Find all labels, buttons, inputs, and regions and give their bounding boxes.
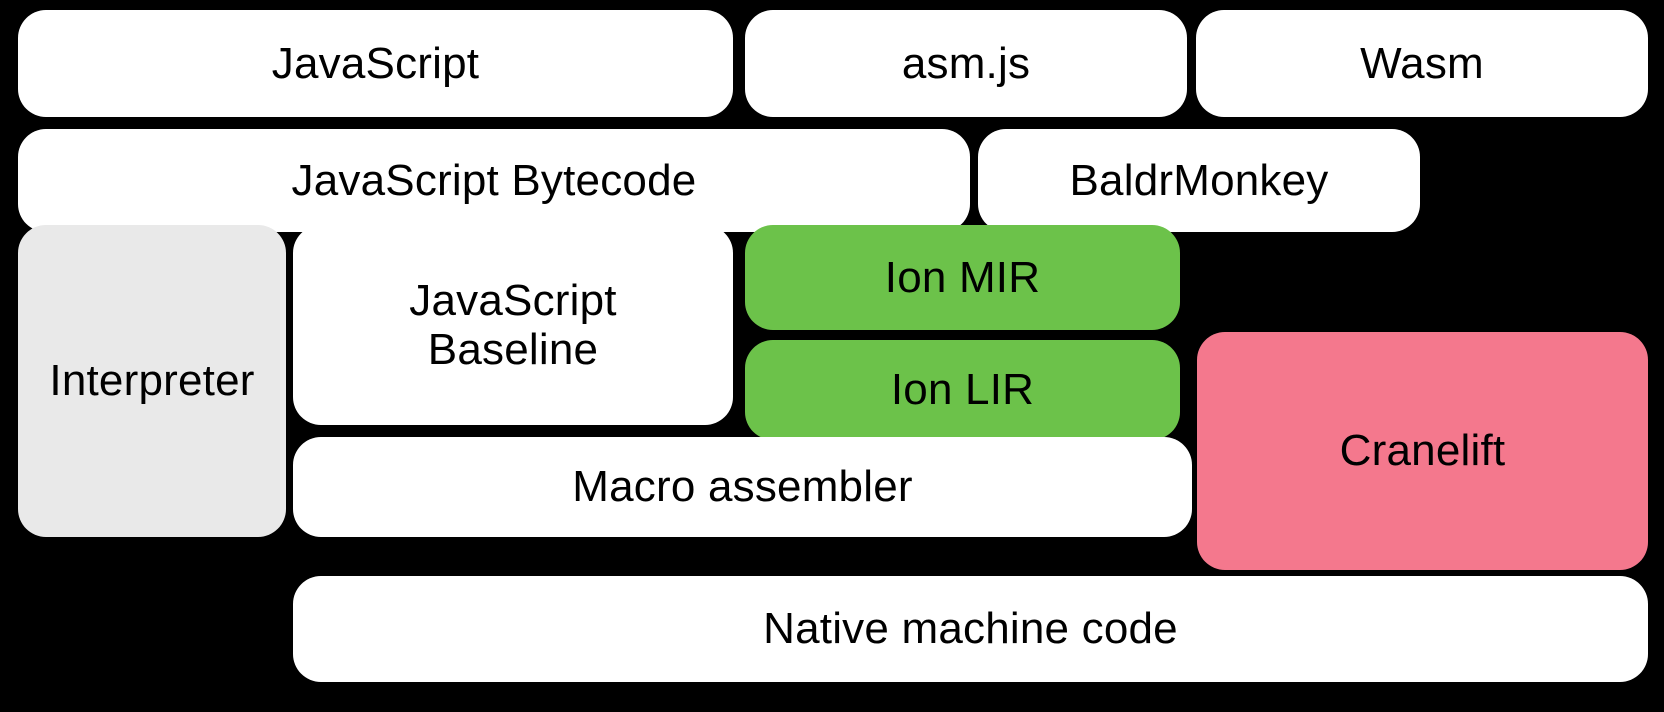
node-asm-js: asm.js [745,10,1187,117]
node-interpreter: Interpreter [18,225,286,537]
node-macro-assembler: Macro assembler [293,437,1192,537]
node-javascript-bytecode: JavaScript Bytecode [18,129,970,232]
node-ion-lir: Ion LIR [745,340,1180,440]
node-wasm: Wasm [1196,10,1648,117]
node-ion-mir: Ion MIR [745,225,1180,330]
node-baldrmonkey: BaldrMonkey [978,129,1420,232]
node-javascript: JavaScript [18,10,733,117]
node-javascript-baseline: JavaScript Baseline [293,225,733,425]
node-native-machine-code: Native machine code [293,576,1648,682]
node-cranelift: Cranelift [1197,332,1648,570]
